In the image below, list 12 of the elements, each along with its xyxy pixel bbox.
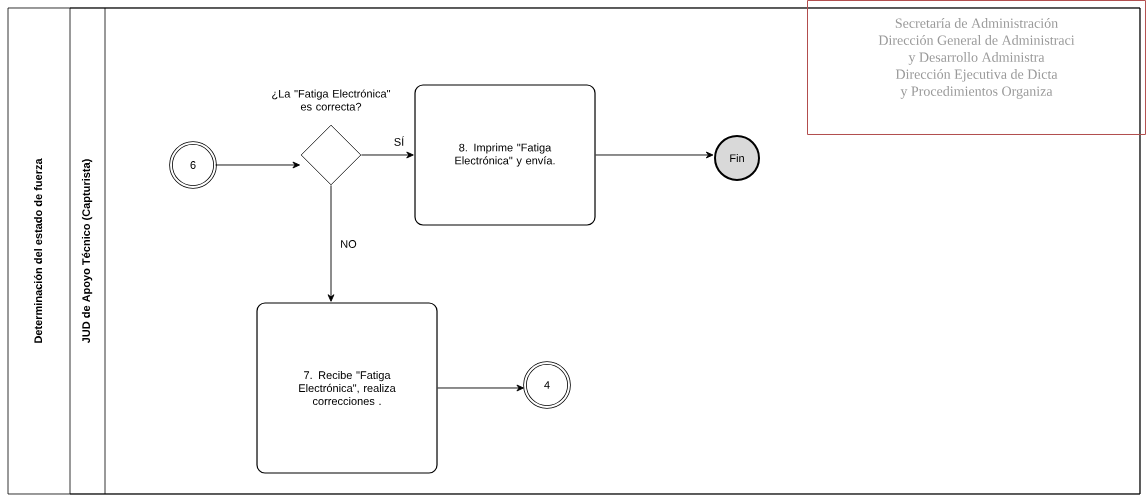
arrow (595, 151, 714, 159)
task-box: 7. Recibe "Fatiga Electrónica", realiza correcciones . (256, 302, 438, 474)
question-label: ¿La "Fatiga Electrónica" es correcta? (272, 89, 391, 111)
arrow (214, 161, 300, 169)
decision-diamond (300, 124, 362, 186)
arrow (437, 384, 524, 392)
stamp: Secretaría de Administración Dirección General de Administraci y Desarrollo Administra Dirección Ejecutiva de Dicta y Procedimientos Organiza (807, 0, 1146, 135)
edge-label: NO (339, 239, 358, 249)
task-box: 8. Imprime "Fatiga Electrónica" y envía. (414, 84, 596, 226)
edge-label: SÍ (392, 135, 406, 147)
arrow (360, 151, 414, 159)
arrow (327, 184, 335, 302)
